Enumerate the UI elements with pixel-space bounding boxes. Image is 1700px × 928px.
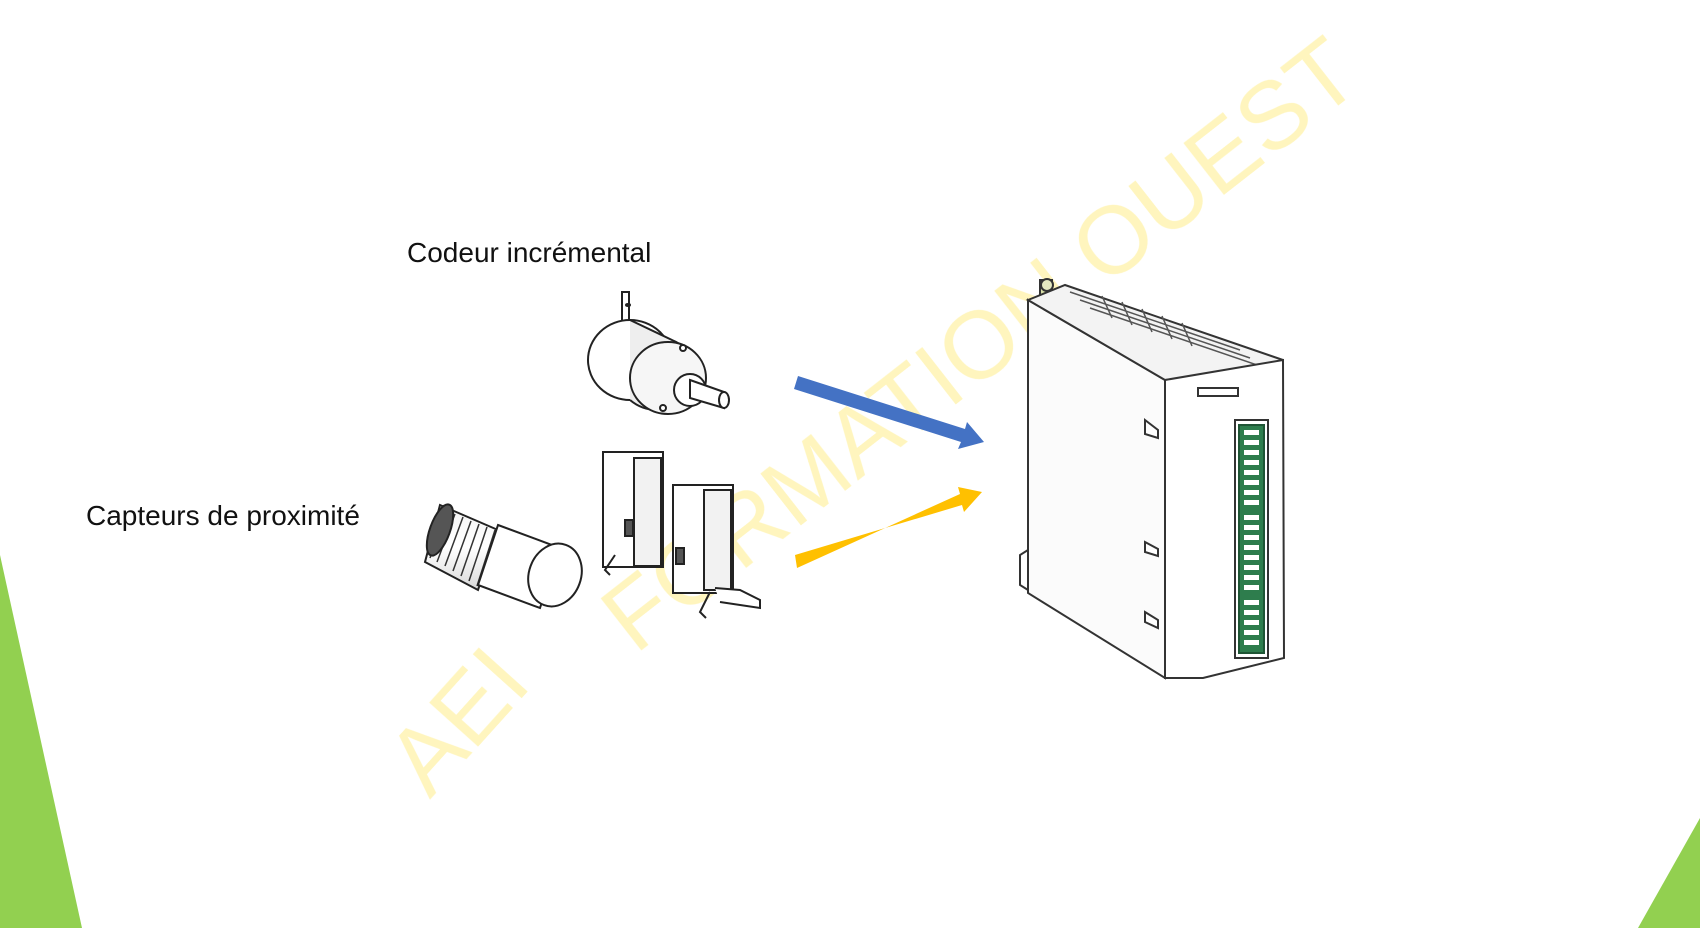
incremental-encoder-icon (587, 291, 730, 415)
label-incremental-encoder: Codeur incrémental (407, 237, 652, 268)
inductive-proximity-sensor-icon (423, 503, 583, 610)
plc-input-module-icon (1019, 278, 1286, 680)
arrow-encoder (794, 376, 984, 449)
label-proximity-sensors: Capteurs de proximité (86, 500, 360, 531)
watermark-left: AEI (366, 627, 549, 814)
green-accent-left (0, 555, 82, 928)
arrow-proximity (795, 487, 982, 568)
limit-switch-icon (602, 451, 761, 619)
green-accent-right (1638, 818, 1700, 928)
terminal-slots (1244, 430, 1259, 645)
